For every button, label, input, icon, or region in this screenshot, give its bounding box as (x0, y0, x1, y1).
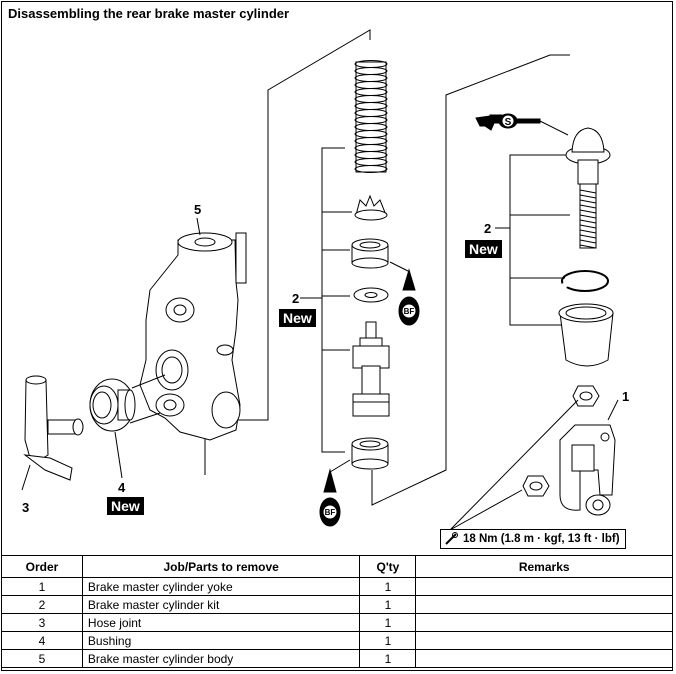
new-badge-right: New (465, 240, 502, 258)
grease-s-text: S (505, 117, 512, 128)
row-part: Brake master cylinder body (81, 649, 361, 668)
header-remarks: Remarks (415, 555, 673, 578)
row-qty: 1 (359, 649, 417, 668)
bushing (89, 378, 136, 432)
exploded-diagram: BF BF S (21, 29, 629, 531)
table-row: 4 Bushing 1 (1, 631, 673, 650)
row-part: Hose joint (81, 613, 361, 632)
row-qty: 1 (359, 631, 417, 650)
rod-thread (579, 234, 597, 239)
label-4: 4 (118, 480, 126, 495)
row-remarks (415, 595, 673, 614)
grease-icon (475, 113, 569, 136)
bracket-mid (371, 54, 570, 506)
table-header-row: Order Job/Parts to remove Q'ty Remarks (1, 555, 673, 578)
kit-bracket-left (321, 147, 345, 453)
piston (352, 321, 390, 417)
torque-wrench-icon (445, 532, 458, 545)
label-2-left: 2 (292, 291, 299, 306)
boot (558, 303, 614, 367)
lower-cup (351, 437, 389, 470)
torque-text: 18 Nm (1.8 m · kgf, 13 ft · lbf) (463, 533, 620, 545)
rod-thread (579, 214, 597, 219)
row-part: Bushing (81, 631, 361, 650)
label-1: 1 (622, 389, 629, 404)
row-remarks (415, 649, 673, 668)
new-badge-left: New (279, 309, 316, 327)
washer (353, 287, 389, 303)
spring-coil (354, 165, 388, 173)
label-2-right: 2 (484, 221, 491, 236)
header-order: Order (1, 555, 83, 578)
parts-table: Order Job/Parts to remove Q'ty Remarks 1… (1, 555, 673, 668)
bf-bottle-upper (389, 261, 420, 326)
page-title: Disassembling the rear brake master cyli… (8, 6, 290, 21)
rod-thread (579, 219, 597, 224)
label-3: 3 (22, 500, 29, 515)
master-cylinder-body (139, 232, 247, 441)
table-row: 2 Brake master cylinder kit 1 (1, 595, 673, 614)
circlip (561, 270, 609, 292)
nut-upper (572, 385, 600, 407)
header-qty: Q'ty (359, 555, 417, 578)
row-remarks (415, 613, 673, 632)
cup-seal (351, 238, 389, 269)
row-qty: 1 (359, 613, 417, 632)
row-remarks (415, 577, 673, 596)
rod-thread (579, 199, 597, 204)
rod-thread (579, 244, 597, 249)
label-5: 5 (194, 202, 201, 217)
rod-thread (579, 194, 597, 199)
rod-thread (579, 189, 597, 194)
row-remarks (415, 631, 673, 650)
row-qty: 1 (359, 595, 417, 614)
yoke (559, 424, 616, 516)
bf-text-lower: BF (325, 508, 336, 517)
row-part: Brake master cylinder yoke (81, 577, 361, 596)
bf-bottle-lower (319, 459, 351, 527)
row-order: 1 (1, 577, 83, 596)
bf-text-upper: BF (404, 307, 415, 316)
rod-thread (579, 224, 597, 229)
spring-seat (354, 194, 388, 221)
row-part: Brake master cylinder kit (81, 595, 361, 614)
push-rod (565, 127, 611, 249)
row-order: 4 (1, 631, 83, 650)
new-badge-bushing: New (107, 497, 144, 515)
torque-spec: 18 Nm (1.8 m · kgf, 13 ft · lbf) (440, 529, 626, 549)
header-job: Job/Parts to remove (81, 555, 361, 578)
table-row: 1 Brake master cylinder yoke 1 (1, 577, 673, 596)
rod-thread (579, 209, 597, 214)
row-order: 3 (1, 613, 83, 632)
row-order: 5 (1, 649, 83, 668)
row-qty: 1 (359, 577, 417, 596)
rod-thread (579, 239, 597, 244)
table-row: 5 Brake master cylinder body 1 (1, 649, 673, 668)
hose-joint (23, 375, 84, 481)
table-row: 3 Hose joint 1 (1, 613, 673, 632)
rod-thread (579, 229, 597, 234)
nut-lower (522, 475, 550, 497)
row-order: 2 (1, 595, 83, 614)
rod-thread (579, 204, 597, 209)
kit-bracket-right (509, 154, 570, 326)
